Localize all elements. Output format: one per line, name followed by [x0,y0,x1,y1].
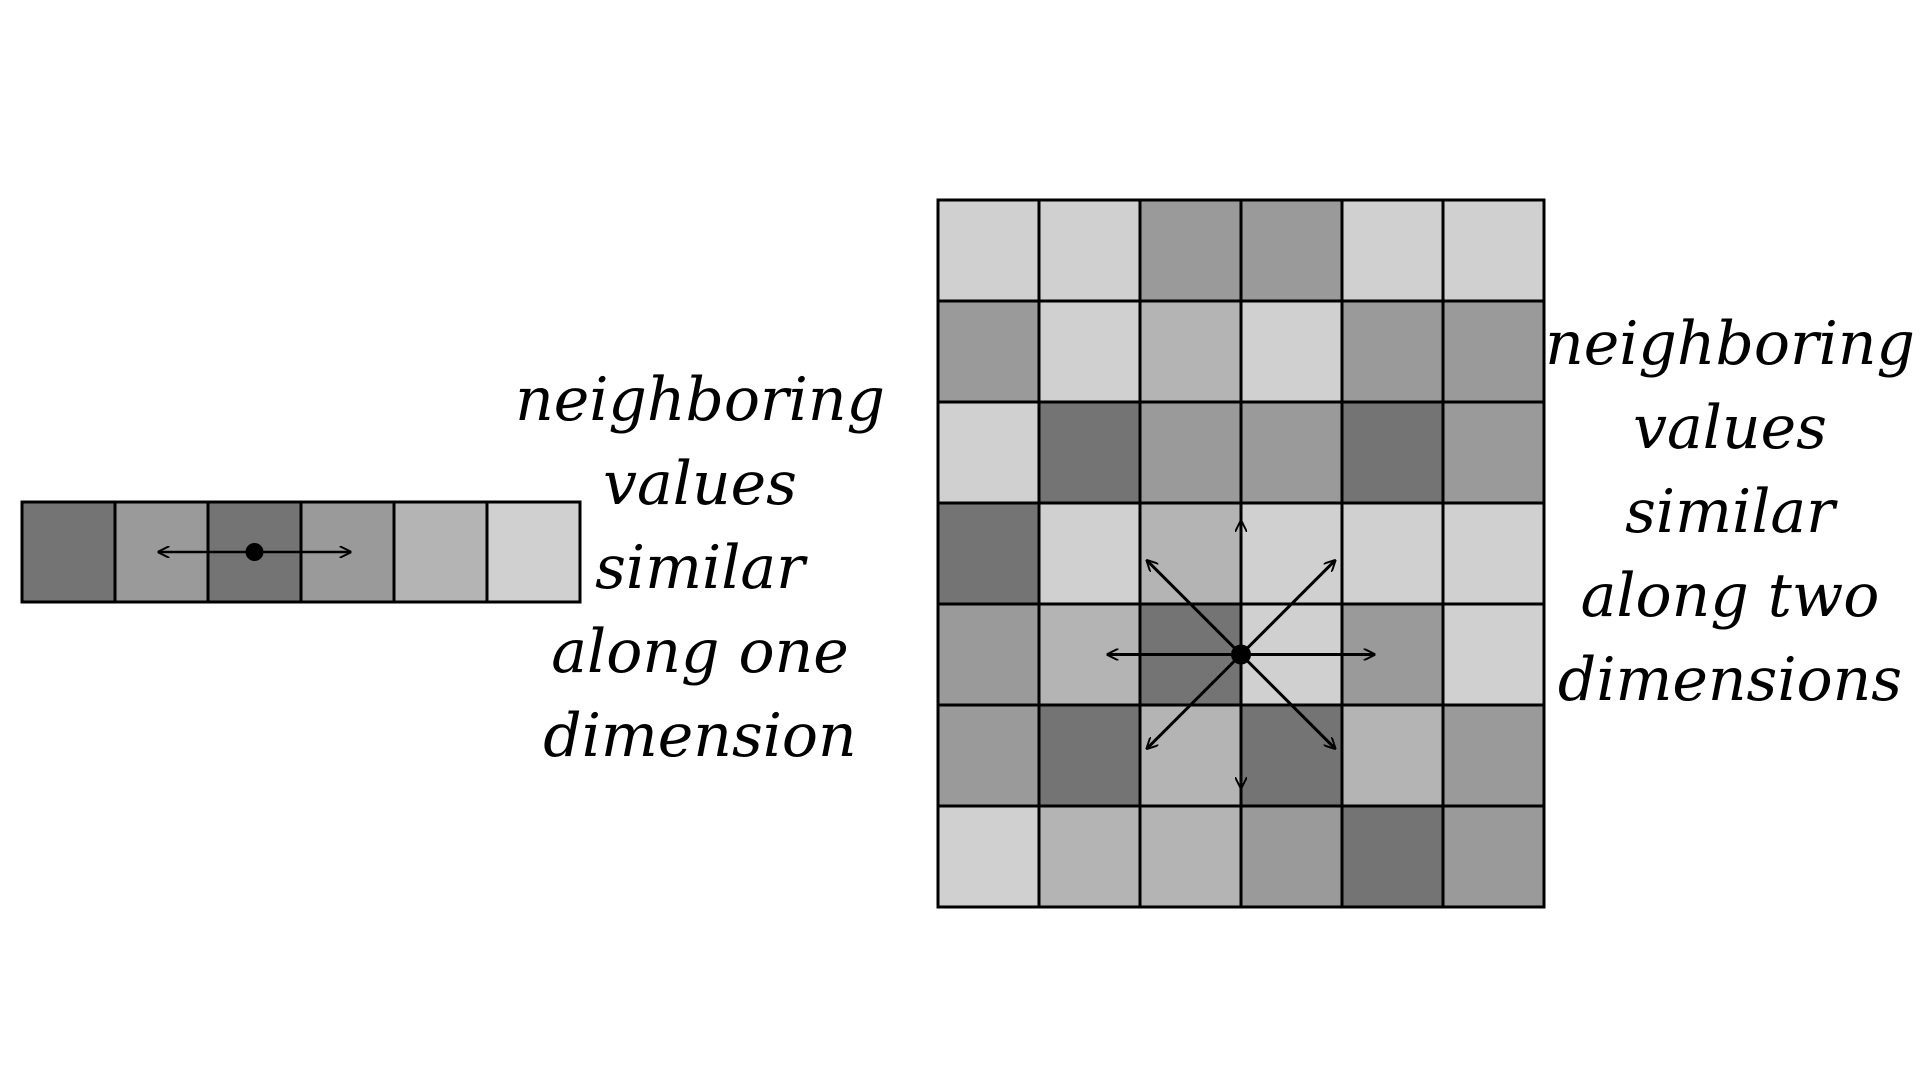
focus-point [1231,644,1251,665]
grid-cell [1037,400,1142,505]
neighbor-arrow-down-left [1147,653,1243,749]
one-dimensional-strip [20,500,582,604]
grid-cell [1138,299,1243,404]
grid-cell [1037,299,1142,404]
grid-cell [1340,804,1445,909]
grid-cell [1340,703,1445,808]
grid-cell [1138,804,1243,909]
grid-cell [1138,400,1243,505]
grid-cell [1340,400,1445,505]
grid-cell [936,804,1041,909]
grid-cell [1441,703,1546,808]
grid-cell [936,501,1041,606]
grid-cell [936,703,1041,808]
grid-cell [1239,198,1344,303]
grid-cell [1239,804,1344,909]
grid-cell [936,602,1041,707]
grid-cell [1037,804,1142,909]
grid-cell [1037,703,1142,808]
grid-cell [1138,198,1243,303]
grid-cell [1441,198,1546,303]
strip-cell [20,500,117,604]
focus-point [245,543,264,561]
grid-cell [1441,501,1546,606]
neighbor-arrow-up-right [1239,561,1335,656]
caption-two-dimensions: neighboring values similar along two dim… [1545,309,1915,715]
grid-cell [1239,501,1344,606]
grid-cell [1239,400,1344,505]
grid-cell [1239,299,1344,404]
strip-cell [392,500,489,604]
grid-cell [1239,703,1344,808]
caption-one-dimension: neighboring values similar along one dim… [515,365,885,771]
neighbor-arrow-down-right [1239,653,1335,749]
grid-cell [1340,198,1445,303]
grid-cell [1037,501,1142,606]
grid-cell [1441,299,1546,404]
two-dimensional-grid [936,198,1546,909]
neighbor-arrow-up-left [1147,561,1243,656]
strip-cell [485,500,582,604]
grid-cell [936,400,1041,505]
grid-cell [1138,703,1243,808]
grid-cell [1340,299,1445,404]
grid-cell [1441,400,1546,505]
grid-cell [936,198,1041,303]
grid-cell [1138,501,1243,606]
grid-cell [1037,198,1142,303]
grid-cell [1441,804,1546,909]
grid-cell [1441,602,1546,707]
grid-cell [936,299,1041,404]
grid-cell [1340,501,1445,606]
